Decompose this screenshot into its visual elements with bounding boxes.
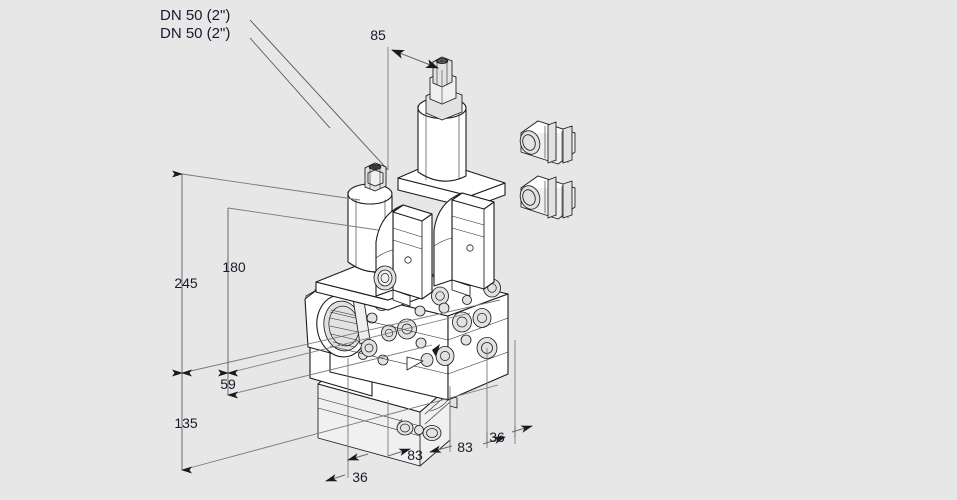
dim-135: 135	[174, 415, 198, 431]
dim-83-a: 83	[407, 447, 423, 463]
dimension-extension-lines	[181, 173, 501, 471]
dim-83-b: 83	[457, 439, 473, 455]
solenoid-actuator-left	[315, 162, 421, 311]
solenoid-coil-right	[433, 192, 495, 297]
label-port-top: DN 50 (2")	[160, 7, 230, 24]
dn-label-group: DN 50 (2") DN 50 (2")	[160, 7, 230, 42]
dim-180: 180	[222, 259, 246, 275]
coil-side-boss	[373, 265, 397, 291]
dim-59: 59	[220, 376, 236, 392]
dim-85: 85	[370, 27, 386, 43]
leader-lines	[249, 19, 389, 171]
dimension-top-width: 85	[370, 27, 443, 170]
solenoid-coil-left	[375, 204, 433, 307]
dimension-height-base: 135	[172, 369, 198, 474]
dim-245: 245	[174, 275, 198, 291]
dim-36-right: 36	[489, 429, 505, 445]
dimension-height-coil: 180	[222, 208, 246, 377]
dimension-height-lower: 59	[218, 369, 238, 399]
dim-36-left: 36	[352, 469, 368, 485]
dimension-height-total: 245	[172, 170, 198, 377]
dimension-bottom-group: 36 83 83 36	[325, 340, 533, 485]
label-port-bottom: DN 50 (2")	[160, 25, 230, 42]
flow-direction-arrow	[406, 344, 440, 371]
cable-gland-lower	[519, 175, 576, 220]
cable-gland-upper	[519, 120, 576, 165]
